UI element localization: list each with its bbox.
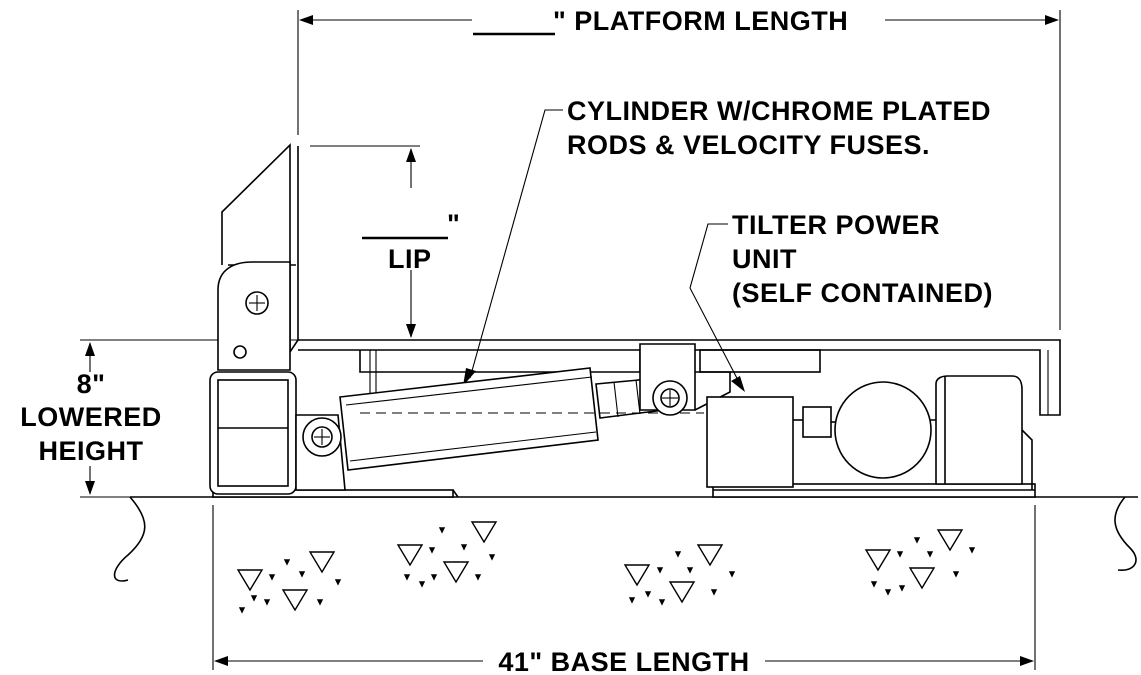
aggregate-cluster-2 [396, 521, 498, 588]
cylinder-label-line1: CYLINDER W/CHROME PLATED [567, 96, 991, 126]
lowered-height-dimension: 8" LOWERED HEIGHT [20, 339, 300, 498]
power-unit-callout: TILTER POWER UNIT (SELF CONTAINED) [689, 210, 993, 392]
power-unit-label-line2: UNIT [732, 244, 797, 274]
cylinder-leader-line [469, 109, 563, 379]
motor-starter-box [935, 375, 1023, 485]
base-length-label: 41" BASE LENGTH [498, 647, 749, 675]
platform-length-label: " PLATFORM LENGTH [553, 6, 848, 36]
floor-break-left [113, 496, 146, 582]
lowered-height-label-line1: LOWERED [20, 402, 162, 432]
concrete-aggregate [236, 521, 976, 614]
platform-length-dimension: " PLATFORM LENGTH [297, 6, 1061, 330]
lip-label: LIP [388, 244, 432, 274]
electric-motor [834, 381, 932, 479]
aggregate-cluster-1 [236, 551, 342, 614]
cylinder-barrel [339, 367, 599, 471]
aggregate-cluster-4 [864, 529, 976, 596]
power-unit [706, 375, 1033, 490]
cylinder-label-line2: RODS & VELOCITY FUSES. [567, 130, 930, 160]
power-unit-label-line3: (SELF CONTAINED) [732, 278, 993, 308]
lip-hinge-block [217, 261, 291, 371]
cylinder [295, 343, 821, 491]
power-unit-leader-arrow [731, 376, 745, 392]
hinge-hole [233, 345, 247, 359]
power-unit-leader-line [689, 223, 741, 385]
lip-plate [221, 143, 299, 355]
aggregate-cluster-3 [623, 544, 736, 606]
base-plate-left-chamfer [452, 489, 459, 498]
end-tube-inner [217, 379, 289, 487]
starter-bracket [1021, 429, 1033, 490]
platform-deck [298, 339, 1061, 416]
platform [209, 143, 1061, 495]
power-unit-label-line1: TILTER POWER [732, 210, 940, 240]
floor-break-right [1114, 496, 1137, 571]
base-length-dimension: 41" BASE LENGTH [212, 505, 1036, 675]
lowered-height-value: 8" [77, 369, 106, 399]
deck-rail [359, 350, 641, 373]
lip-quote: " [447, 209, 460, 239]
pump-coupling [802, 406, 832, 438]
lip-dimension: " LIP [310, 145, 460, 338]
front-cross-member [699, 349, 821, 373]
cylinder-callout: CYLINDER W/CHROME PLATED RODS & VELOCITY… [463, 96, 991, 386]
pump-reservoir [706, 396, 794, 488]
end-tube [209, 371, 297, 495]
lowered-height-label-line2: HEIGHT [38, 436, 143, 466]
